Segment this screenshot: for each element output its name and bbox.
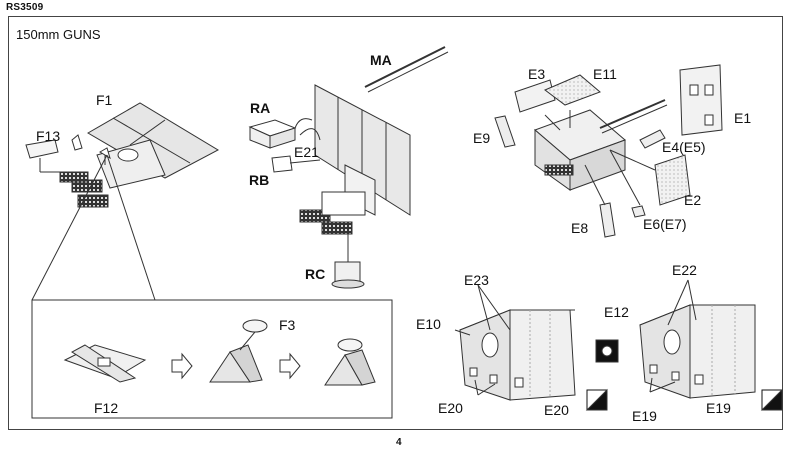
- label-e12: E12: [604, 304, 629, 320]
- label-e19-left: E19: [632, 408, 657, 424]
- gun-assembly-f1: [25, 102, 220, 301]
- label-e4-e5: E4(E5): [662, 139, 706, 155]
- label-f1: F1: [96, 92, 113, 108]
- document-code: RS3509: [6, 2, 44, 13]
- hull-block-2: [639, 279, 756, 399]
- detail-partial: [209, 319, 268, 383]
- label-e23: E23: [464, 272, 489, 288]
- label-rb: RB: [249, 172, 270, 188]
- label-e8: E8: [571, 220, 589, 236]
- page-number: 4: [396, 437, 402, 448]
- label-e6-e7: E6(E7): [643, 216, 687, 232]
- page-frame: [8, 16, 783, 430]
- label-e21: E21: [294, 144, 319, 160]
- label-e2: E2: [684, 192, 702, 208]
- turret-assembly-e: [494, 64, 723, 238]
- gun-assembly-ma: [248, 46, 449, 289]
- label-e20-left: E20: [438, 400, 463, 416]
- label-e20-right: E20: [544, 402, 569, 418]
- label-e22: E22: [672, 262, 697, 278]
- detail-box: [31, 299, 393, 419]
- label-e9: E9: [473, 130, 491, 146]
- step-arrow-icon: [279, 352, 301, 380]
- label-ra: RA: [250, 100, 271, 116]
- etched-part-icon: [760, 388, 783, 411]
- label-ma: MA: [370, 52, 392, 68]
- step-arrow-icon: [171, 352, 193, 380]
- label-e19-right: E19: [706, 400, 731, 416]
- label-f13: F13: [36, 128, 61, 144]
- section-title: 150mm GUNS: [16, 27, 101, 42]
- detail-complete: [324, 338, 376, 386]
- label-e10: E10: [416, 316, 441, 332]
- label-f3: F3: [279, 317, 296, 333]
- label-e1: E1: [734, 110, 752, 126]
- label-f12: F12: [94, 400, 119, 416]
- etched-part-icon: [585, 388, 608, 411]
- label-rc: RC: [305, 266, 326, 282]
- hull-block-1: [454, 284, 576, 401]
- label-e3: E3: [528, 66, 546, 82]
- detail-f12: [63, 344, 147, 383]
- label-e11: E11: [593, 66, 617, 82]
- front-view-icon: [595, 339, 619, 363]
